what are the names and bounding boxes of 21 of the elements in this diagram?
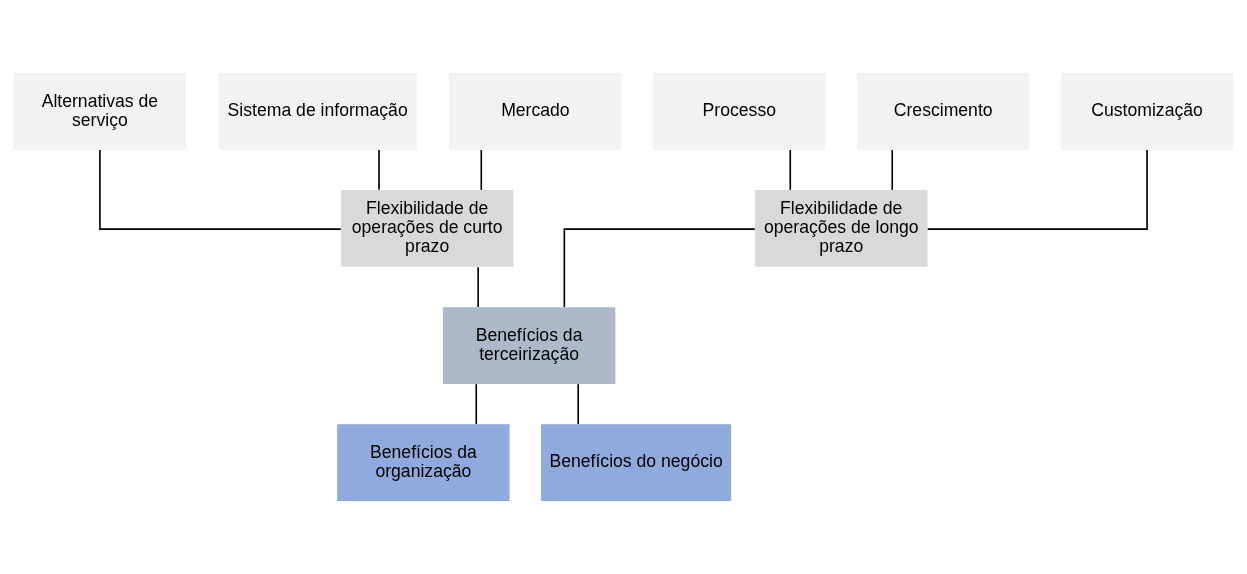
- node-box: Processo: [653, 73, 826, 150]
- connector: [789, 149, 792, 191]
- node-box: Benefícios da terceirização: [442, 307, 616, 384]
- node-box: Flexibilidade de operações de curto prazo: [340, 190, 514, 267]
- node-box: Benefícios do negócio: [541, 424, 732, 501]
- connector: [577, 383, 579, 425]
- node-box: Sistema de informação: [218, 73, 418, 150]
- connector: [480, 149, 483, 191]
- node-box: Mercado: [449, 73, 622, 150]
- node-box: Crescimento: [856, 73, 1030, 150]
- node-box: Flexibilidade de operações de longo prazo: [755, 190, 928, 267]
- node-box: Customização: [1060, 73, 1234, 150]
- connector: [563, 228, 756, 308]
- connector: [477, 266, 479, 308]
- connector: [891, 149, 894, 191]
- connector: [378, 149, 380, 191]
- node-box: Benefícios da organização: [337, 424, 510, 501]
- connector: [926, 149, 1148, 230]
- connector: [99, 149, 342, 230]
- connector: [475, 383, 478, 425]
- node-box: Alternativas de serviço: [13, 73, 187, 150]
